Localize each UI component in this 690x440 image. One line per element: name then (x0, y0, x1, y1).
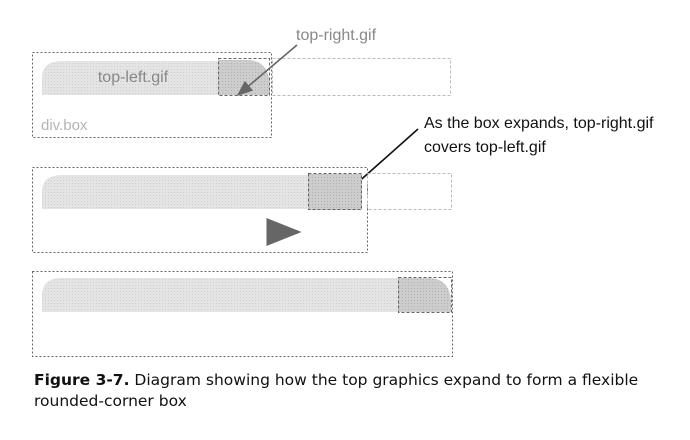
div-box-outline (32, 271, 453, 357)
box-stage-2 (32, 167, 452, 253)
top-right-gif-outline (398, 277, 452, 313)
box-stage-3 (32, 271, 453, 357)
top-right-gif-label: top-right.gif (296, 27, 377, 44)
ghost-box-outline (272, 58, 451, 96)
rounded-corner-diagram: top-left.gif div.box top-right.gif As th… (32, 27, 654, 357)
figure-number: Figure 3-7. (34, 371, 130, 389)
callout-line-1: As the box expands, top-right.gif (424, 115, 654, 132)
figure-caption: Figure 3-7. Diagram showing how the top … (34, 370, 654, 412)
top-right-gif-graphic (398, 278, 451, 312)
top-left-gif-graphic (42, 278, 398, 312)
top-right-gif-graphic (308, 174, 362, 210)
box-stage-1: top-left.gif div.box top-right.gif (32, 27, 451, 138)
callout-line-2: covers top-left.gif (424, 139, 546, 156)
div-box-outline (32, 167, 368, 253)
top-left-gif-graphic (42, 175, 308, 209)
figure-caption-text: Diagram showing how the top graphics exp… (34, 371, 639, 410)
top-right-gif-graphic (218, 60, 270, 95)
ghost-box-outline (367, 173, 452, 210)
expansion-callout: As the box expands, top-right.gif covers… (344, 115, 654, 195)
div-box-label: div.box (41, 117, 88, 134)
top-right-gif-outline (218, 58, 270, 96)
top-left-gif-label: top-left.gif (98, 69, 169, 86)
div-box-outline (32, 52, 272, 138)
top-left-gif-graphic (42, 61, 218, 95)
top-right-gif-pointer-arrow (236, 44, 298, 97)
top-right-gif-outline (308, 173, 362, 210)
